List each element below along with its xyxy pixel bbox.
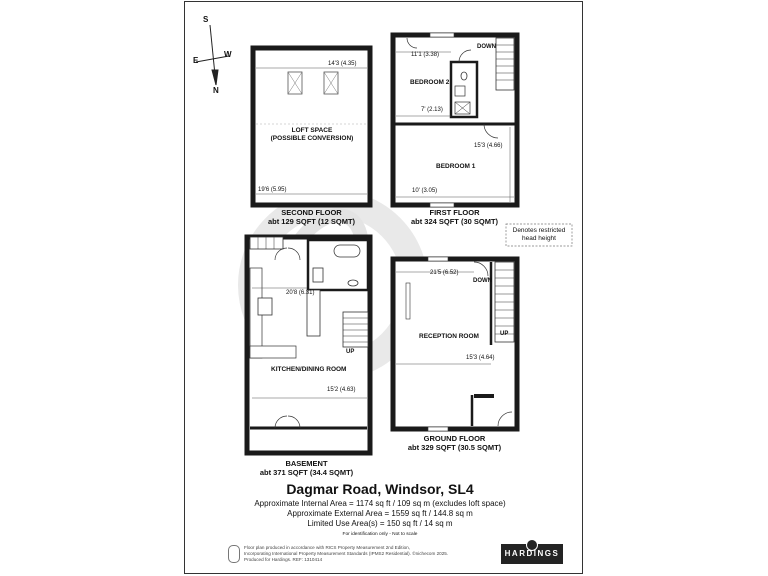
hardings-logo-emblem-icon <box>526 539 538 551</box>
basement-area: abt 371 SQFT (34.4 SQMT) <box>259 468 354 477</box>
first-floor-plan <box>390 32 520 208</box>
first-floor-dim-bedroom2-top: 11'1 (3.38) <box>411 52 440 58</box>
ground-floor-plan <box>390 256 520 432</box>
hardings-logo-text: HARDINGS <box>504 549 560 558</box>
first-floor-area: abt 324 SQFT (30 SQMT) <box>410 217 499 226</box>
footer-line-3: Produced for Hardings. REF: 1310414 <box>244 557 323 562</box>
second-floor-dim-bottom: 19'6 (5.95) <box>258 187 287 193</box>
first-floor-dim-bedroom1-right: 15'3 (4.66) <box>474 143 503 149</box>
basement-plan <box>244 234 373 456</box>
compass-rose <box>195 24 230 86</box>
second-floor-plan <box>250 45 373 208</box>
footer-line-1: Floor plan produced in accordance with R… <box>244 545 410 550</box>
first-floor-title: FIRST FLOOR <box>429 208 480 217</box>
ground-floor-dim-right: 15'3 (4.64) <box>466 355 495 361</box>
ground-floor-down-label: DOWN <box>473 278 492 284</box>
compass-north-label: N <box>213 86 219 95</box>
second-floor-title: SECOND FLOOR <box>281 208 342 217</box>
restricted-height-legend-text: Denotes restricted head height <box>512 227 566 242</box>
ground-floor-up-label: UP <box>500 331 509 337</box>
second-floor-dim-top: 14'3 (4.35) <box>328 61 357 67</box>
loft-space-label: LOFT SPACE (POSSIBLE CONVERSION) <box>270 127 354 142</box>
basement-title: BASEMENT <box>285 459 328 468</box>
ground-floor-dim-top: 21'5 (6.52) <box>430 270 459 276</box>
first-floor-dim-bedroom2-bottom: 7' (2.13) <box>421 107 443 113</box>
bedroom-2-label: BEDROOM 2 <box>410 79 450 86</box>
sheet-border <box>184 1 583 574</box>
identification-disclaimer: For identification only - Not to scale <box>342 532 418 537</box>
footer-line-2: Incorporating International Property Mea… <box>244 551 449 556</box>
basement-up-label: UP <box>346 349 355 355</box>
ground-floor-title: GROUND FLOOR <box>423 434 486 443</box>
limited-use-area: Limited Use Area(s) = 150 sq ft / 14 sq … <box>307 519 453 528</box>
second-floor-area: abt 129 SQFT (12 SQMT) <box>267 217 356 226</box>
compass-south-label: S <box>203 15 209 24</box>
compass-west-label: W <box>224 50 232 59</box>
ground-floor-area: abt 329 SQFT (30.5 SQMT) <box>407 443 502 452</box>
first-floor-down-label: DOWN <box>477 44 496 50</box>
reception-room-label: RECEPTION ROOM <box>419 333 479 340</box>
hardings-logo: HARDINGS <box>501 544 563 564</box>
property-address: Dagmar Road, Windsor, SL4 <box>286 481 474 497</box>
basement-dim-top: 20'8 (6.31) <box>286 290 315 296</box>
basement-dim-bottom: 15'2 (4.63) <box>327 387 356 393</box>
internal-area: Approximate Internal Area = 1174 sq ft /… <box>254 499 506 508</box>
external-area: Approximate External Area = 1559 sq ft /… <box>287 509 473 518</box>
restricted-height-legend-box <box>505 223 573 247</box>
rics-badge-icon <box>228 545 240 563</box>
first-floor-dim-bedroom1-bottom: 10' (3.05) <box>412 188 438 194</box>
bedroom-1-label: BEDROOM 1 <box>436 163 476 170</box>
kitchen-dining-room-label: KITCHEN/DINING ROOM <box>271 366 347 373</box>
compass-east-label: E <box>193 56 199 65</box>
